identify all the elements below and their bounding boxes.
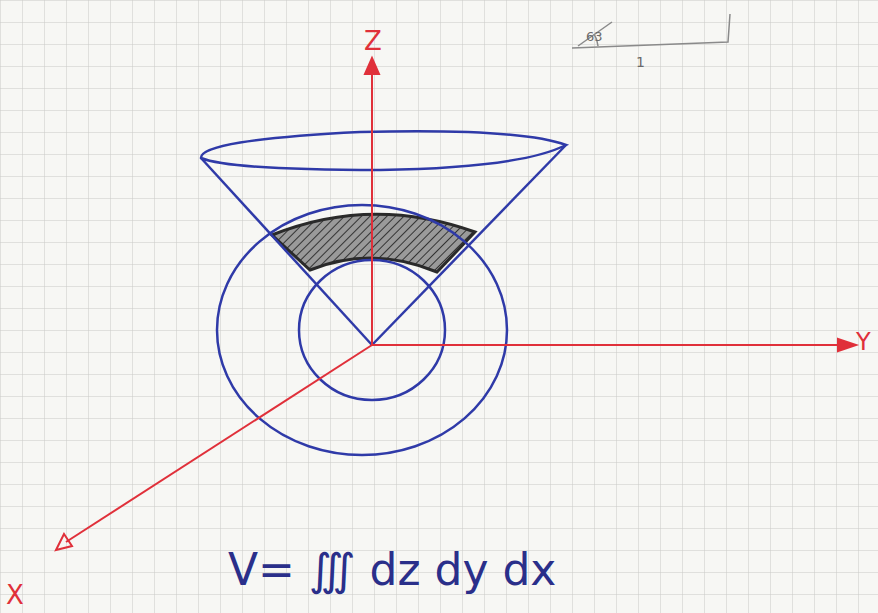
volume-integral: V= ∭ dz dy dx	[228, 548, 556, 592]
cone	[201, 131, 566, 345]
side-label: 1	[636, 55, 645, 69]
axes	[56, 58, 856, 550]
axis-label: Z	[364, 28, 382, 54]
shaded-region	[272, 214, 475, 272]
axis-label: Y	[856, 330, 871, 354]
small-triangle	[572, 14, 730, 48]
angle-label: 63	[586, 30, 603, 43]
axis-label: X	[6, 582, 24, 608]
